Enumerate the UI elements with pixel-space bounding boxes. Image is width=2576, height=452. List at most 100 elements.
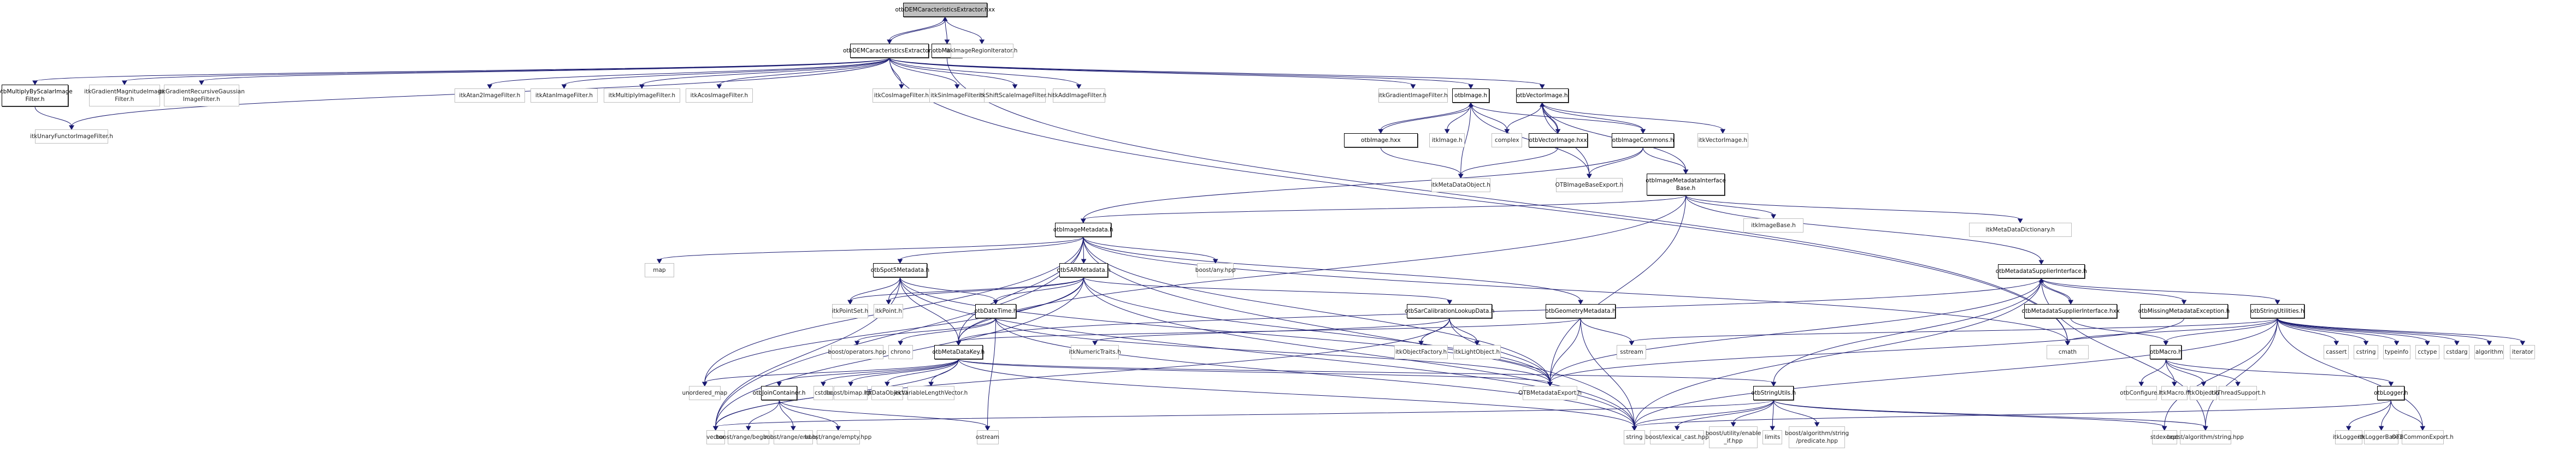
node-common-export[interactable]: OTBCommonExport.h xyxy=(2392,430,2454,444)
node-itk-macro[interactable]: itkMacro.h xyxy=(2159,386,2189,400)
node-map[interactable]: map xyxy=(644,263,674,277)
node-range-end[interactable]: boost/range/end.hpp xyxy=(763,430,823,444)
node-image-commons[interactable]: otbImageCommons.h xyxy=(1612,133,1675,147)
edge-datetime-to-mdexport xyxy=(995,318,1551,383)
node-ostream[interactable]: ostream xyxy=(976,430,999,444)
node-metadata-dictionary[interactable]: itkMetaDataDictionary.h xyxy=(1968,223,2072,237)
node-image-metadata[interactable]: otbImageMetadata.h xyxy=(1053,223,1113,237)
node-boost-operators[interactable]: boost/operators.hpp xyxy=(828,345,886,359)
node-root-file[interactable]: otbDEMCaracteristicsExtractor.hxx xyxy=(895,3,995,17)
edge-imgcommons-to-imgmetadata xyxy=(1083,147,1643,220)
node-object-factory[interactable]: itkObjectFactory.h xyxy=(1394,345,1448,359)
node-algorithm[interactable]: algorithm xyxy=(2474,345,2504,359)
node-chrono[interactable]: chrono xyxy=(888,345,913,359)
node-boost-any[interactable]: boost/any.hpp xyxy=(1195,263,1236,277)
node-thread-support[interactable]: itkThreadSupport.h xyxy=(2210,386,2266,400)
node-otb-configure[interactable]: otbConfigure.h xyxy=(2120,386,2162,400)
node-metadata-key[interactable]: otbMetaDataKey.h xyxy=(932,345,985,359)
node-vector[interactable]: vector xyxy=(706,430,725,444)
node-missing-metadata-exception[interactable]: otbMissingMetadataException.h xyxy=(2138,304,2230,318)
node-cmath[interactable]: cmath xyxy=(2047,345,2089,359)
node-image-region-iterator[interactable]: itkImageRegionIterator.h xyxy=(946,44,1017,58)
node-otb-vector-image[interactable]: otbVectorImage.h xyxy=(1516,88,1569,103)
edge-sarcal-to-objfactory xyxy=(1420,318,1450,342)
node-light-object[interactable]: itkLightObject.h xyxy=(1453,345,1501,359)
node-itk-point[interactable]: itkPoint.h xyxy=(874,304,904,318)
node-label: OTBMetadataExport.h xyxy=(1518,390,1582,396)
node-itk-logger[interactable]: itkLogger.h xyxy=(2333,430,2365,444)
node-metadata-supplier-interface[interactable]: otbMetadataSupplierInterface.h xyxy=(1996,264,2087,278)
node-label: otbSARMetadata.h xyxy=(1057,267,1111,273)
node-boost-algorithm-string[interactable]: boost/algorithm/string.hpp xyxy=(2167,430,2244,444)
node-boost-bimap[interactable]: boost/bimap.hpp xyxy=(827,386,875,400)
node-image-metadata-interface-base[interactable]: otbImageMetadataInterface Base.h xyxy=(1646,174,1726,195)
node-typeinfo[interactable]: typeinfo xyxy=(2383,345,2410,359)
node-acos-filter[interactable]: itkAcosImageFilter.h xyxy=(686,88,753,103)
node-label: itkLoggerBase.h xyxy=(2358,434,2405,441)
node-itk-metadata-object[interactable]: itkMetaDataObject.h xyxy=(1431,178,1490,192)
node-label: boost/range/begin.hpp xyxy=(716,434,781,441)
node-gradient-filter[interactable]: itkGradientImageFilter.h xyxy=(1378,88,1448,103)
node-sin-filter[interactable]: itkSinImageFilter.h xyxy=(929,88,985,103)
node-range-begin[interactable]: boost/range/begin.hpp xyxy=(716,430,781,444)
node-sar-calibration-lookup[interactable]: otbSarCalibrationLookupData.h xyxy=(1405,304,1494,318)
node-metadata-export[interactable]: OTBMetadataExport.h xyxy=(1518,386,1582,400)
node-string-utilities[interactable]: otbStringUtilities.h xyxy=(2250,304,2305,318)
node-cstdio[interactable]: cstdio xyxy=(813,386,833,400)
arrowhead-sin xyxy=(954,84,960,90)
node-cos-filter[interactable]: itkCosImageFilter.h xyxy=(873,88,930,103)
edge-strutilities-to-sstream xyxy=(1631,318,2278,342)
node-itk-image[interactable]: itkImage.h xyxy=(1429,133,1465,147)
node-date-time[interactable]: otbDateTime.h xyxy=(974,304,1017,318)
node-itk-object[interactable]: itkObject.h xyxy=(2188,386,2219,400)
node-unary-functor-filter[interactable]: itkUnaryFunctorImageFilter.h xyxy=(30,129,113,144)
node-image-base-export[interactable]: OTBImageBaseExport.h xyxy=(1555,178,1623,192)
node-shift-scale-filter[interactable]: itkShiftScaleImageFilter.h xyxy=(978,88,1051,103)
node-string[interactable]: string xyxy=(1623,430,1645,444)
node-itk-vector-image[interactable]: itkVectorImage.h xyxy=(1697,133,1749,147)
node-multiply-by-scalar[interactable]: otbMultiplyByScalarImage Filter.h xyxy=(0,85,73,106)
node-iterator[interactable]: iterator xyxy=(2510,345,2536,359)
arrowhead-dataobj xyxy=(884,382,890,387)
node-otb-image[interactable]: otbImage.h xyxy=(1452,88,1489,103)
node-otb-image-hxx[interactable]: otbImage.hxx xyxy=(1344,133,1418,147)
node-sar-metadata[interactable]: otbSARMetadata.h xyxy=(1057,263,1111,277)
node-cctype[interactable]: cctype xyxy=(2415,345,2439,359)
node-otb-macro[interactable]: otbMacro.h xyxy=(2150,345,2182,359)
node-add-filter[interactable]: itkAddImageFilter.h xyxy=(1051,88,1106,103)
node-range-empty[interactable]: boost/range/empty.hpp xyxy=(805,430,871,444)
node-otb-logger[interactable]: otbLogger.h xyxy=(2374,386,2408,400)
edge-mdsupplier-to-string xyxy=(1634,278,2042,427)
node-spot5-metadata[interactable]: otbSpot5Metadata.h xyxy=(871,263,929,277)
node-sstream[interactable]: sstream xyxy=(1617,345,1647,359)
node-itk-image-base[interactable]: itkImageBase.h xyxy=(1743,218,1804,233)
node-string-utils[interactable]: otbStringUtils.h xyxy=(1751,386,1796,400)
node-itk-logger-base[interactable]: itkLoggerBase.h xyxy=(2358,430,2404,444)
node-metadata-supplier-interface-hxx[interactable]: otbMetadataSupplierInterface.hxx xyxy=(2021,304,2120,318)
node-multiply-filter[interactable]: itkMultiplyImageFilter.h xyxy=(603,88,681,103)
node-variable-length-vector[interactable]: itkVariableLengthVector.h xyxy=(894,386,968,400)
node-complex[interactable]: complex xyxy=(1492,133,1523,147)
node-boost-enable-if[interactable]: boost/utility/enable _if.hpp xyxy=(1706,426,1761,448)
node-boost-string-predicate[interactable]: boost/algorithm/string /predicate.hpp xyxy=(1785,426,1849,448)
node-cassert[interactable]: cassert xyxy=(2324,345,2349,359)
node-join-container[interactable]: otbJoinContainer.h xyxy=(753,386,805,400)
node-dem-extractor-h[interactable]: otbDEMCaracteristicsExtractor.h xyxy=(843,44,936,58)
node-cstdarg[interactable]: cstdarg xyxy=(2444,345,2470,359)
node-boost-lexical-cast[interactable]: boost/lexical_cast.hpp xyxy=(1645,430,1709,444)
node-gradient-recursive-gaussian[interactable]: itkGradientRecursiveGaussian ImageFilter… xyxy=(158,85,245,106)
edge-strutilities-to-cstdarg xyxy=(2277,318,2457,342)
edge-macro-to-logger xyxy=(2165,359,2391,383)
node-numeric-traits[interactable]: itkNumericTraits.h xyxy=(1069,345,1121,359)
node-gradient-magnitude[interactable]: itkGradientMagnitudeImage Filter.h xyxy=(84,85,164,106)
node-atan-filter[interactable]: itkAtanImageFilter.h xyxy=(530,88,598,103)
node-atan2-filter[interactable]: itkAtan2ImageFilter.h xyxy=(455,88,525,103)
node-otb-vector-image-hxx[interactable]: otbVectorImage.hxx xyxy=(1528,133,1588,147)
node-unordered-map[interactable]: unordered_map xyxy=(682,386,727,400)
node-cstring[interactable]: cstring xyxy=(2354,345,2379,359)
node-itk-point-set[interactable]: itkPointSet.h xyxy=(832,304,868,318)
node-limits[interactable]: limits xyxy=(1762,430,1783,444)
node-stdexcept[interactable]: stdexcept xyxy=(2150,430,2178,444)
node-geometry-metadata[interactable]: otbGeometryMetadata.h xyxy=(1545,304,1616,318)
node-data-object[interactable]: itkDataObject.h xyxy=(865,386,910,400)
